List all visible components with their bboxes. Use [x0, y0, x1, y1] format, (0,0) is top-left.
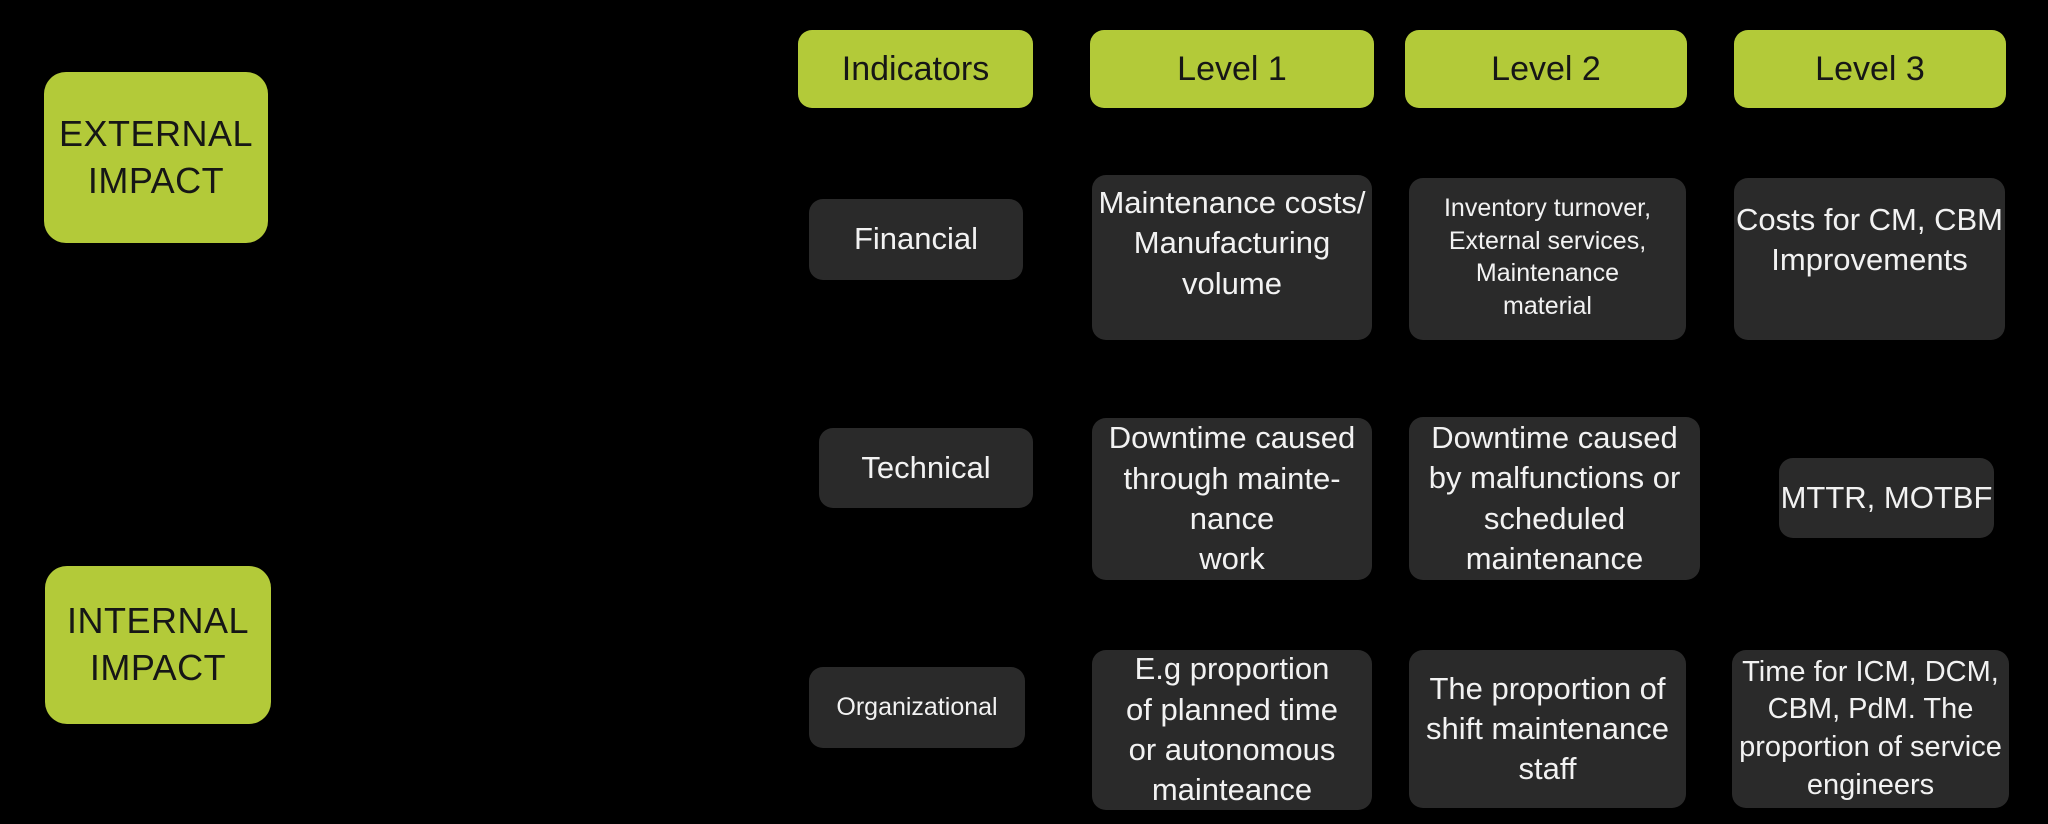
cell-organizational-level-2: The proportion of shift maintenance staf…: [1409, 650, 1686, 808]
cell-financial-level-2: Inventory turnover, External services, M…: [1409, 178, 1686, 340]
indicator-financial: Financial: [809, 199, 1023, 280]
internal-impact-box: INTERNAL IMPACT: [45, 566, 271, 724]
header-level-1: Level 1: [1090, 30, 1374, 108]
cell-technical-level-2: Downtime caused by malfunctions or sched…: [1409, 417, 1700, 580]
indicator-technical: Technical: [819, 428, 1033, 508]
header-indicators: Indicators: [798, 30, 1033, 108]
header-level-3: Level 3: [1734, 30, 2006, 108]
indicator-organizational: Organizational: [809, 667, 1025, 748]
external-impact-box: EXTERNAL IMPACT: [44, 72, 268, 243]
cell-organizational-level-3: Time for ICM, DCM, CBM, PdM. The proport…: [1732, 650, 2009, 808]
cell-technical-level-3: MTTR, MOTBF: [1779, 458, 1994, 538]
cell-financial-level-1: Maintenance costs/ Manufacturing volume: [1092, 175, 1372, 340]
header-level-2: Level 2: [1405, 30, 1687, 108]
cell-technical-level-1: Downtime caused through mainte- nance wo…: [1092, 418, 1372, 580]
cell-financial-level-3: Costs for CM, CBM Improvements: [1734, 178, 2005, 340]
cell-organizational-level-1: E.g proportion of planned time or autono…: [1092, 650, 1372, 810]
